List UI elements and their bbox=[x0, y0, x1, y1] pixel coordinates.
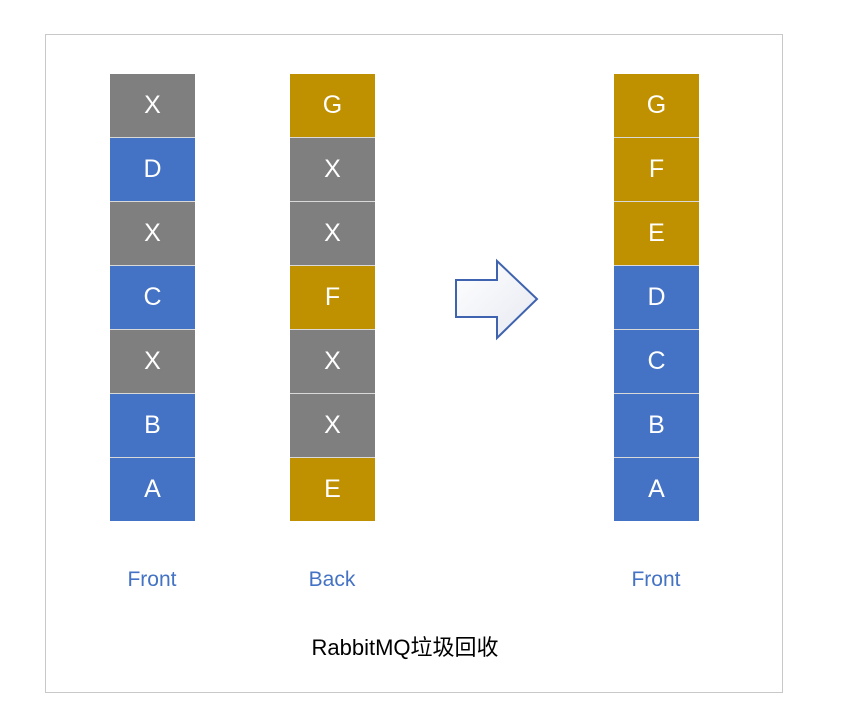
queue-cell: D bbox=[614, 266, 699, 330]
queue-cell: X bbox=[290, 202, 375, 266]
queue-cell: X bbox=[290, 394, 375, 458]
queue-cell: C bbox=[110, 266, 195, 330]
diagram-title: RabbitMQ垃圾回收 bbox=[311, 635, 499, 660]
queue-cell: G bbox=[290, 74, 375, 138]
queue-cell: X bbox=[110, 330, 195, 394]
diagram-frame bbox=[45, 34, 783, 693]
queue-cell: A bbox=[614, 458, 699, 521]
queue-cell: X bbox=[110, 74, 195, 138]
queue-cell: B bbox=[110, 394, 195, 458]
queue-cell: D bbox=[110, 138, 195, 202]
queue-cell: F bbox=[614, 138, 699, 202]
queue-cell: A bbox=[110, 458, 195, 521]
queue-cell: F bbox=[290, 266, 375, 330]
queue-cell: X bbox=[110, 202, 195, 266]
queue-cell: E bbox=[290, 458, 375, 521]
column-label: Front bbox=[127, 568, 177, 591]
queue-cell: X bbox=[290, 330, 375, 394]
queue-cell: E bbox=[614, 202, 699, 266]
column-label: Front bbox=[631, 568, 681, 591]
queue-cell: C bbox=[614, 330, 699, 394]
queue-cell: B bbox=[614, 394, 699, 458]
queue-cell: X bbox=[290, 138, 375, 202]
column-label: Back bbox=[308, 568, 356, 591]
queue-cell: G bbox=[614, 74, 699, 138]
